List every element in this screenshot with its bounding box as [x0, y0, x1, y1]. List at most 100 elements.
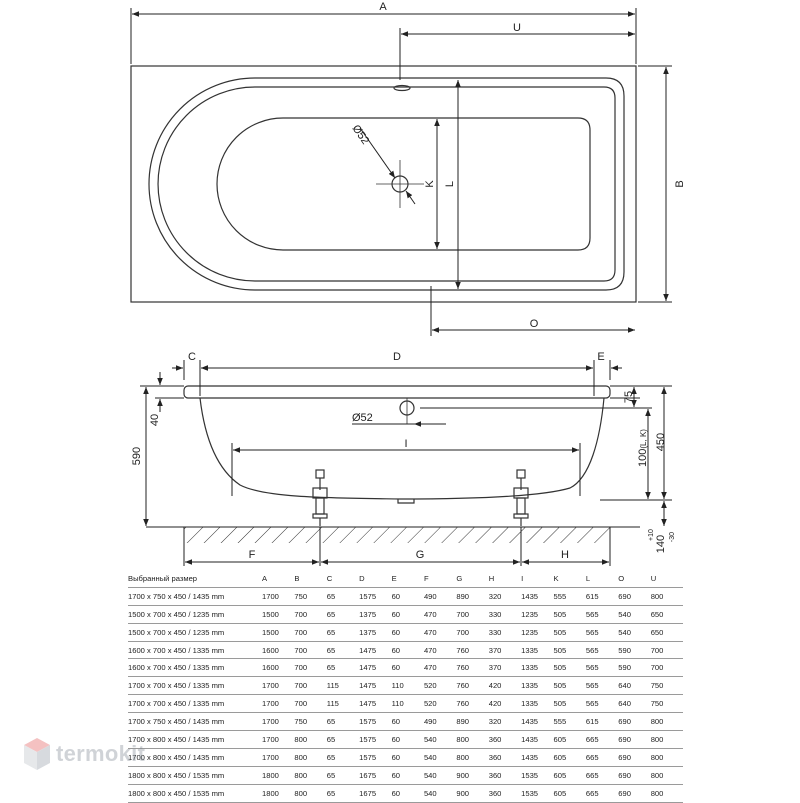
watermark-logo: termokit [22, 736, 145, 772]
cell-value: 650 [650, 622, 684, 642]
cell-value: 330 [488, 604, 522, 624]
foot-left [312, 469, 328, 526]
cell-size: 1500 x 700 x 450 / 1235 mm [128, 622, 262, 642]
cell-value: 1375 [359, 622, 392, 642]
cell-value: 700 [650, 640, 684, 659]
cell-value: 800 [650, 747, 684, 767]
cell-value: 800 [456, 747, 489, 767]
cell-value: 110 [391, 676, 424, 695]
cell-value: 1535 [521, 783, 554, 803]
cell-value: 800 [650, 783, 684, 803]
cell-value: 540 [423, 747, 457, 767]
label-K: K [424, 180, 436, 188]
cell-value: 505 [553, 640, 586, 659]
cell-value: 700 [456, 622, 489, 642]
cell-value: 760 [456, 694, 489, 713]
label-B: B [674, 180, 686, 187]
cell-value: 505 [553, 658, 586, 677]
cell-value: 900 [456, 783, 489, 803]
cell-value: 700 [456, 604, 489, 624]
cell-value: 750 [294, 712, 327, 731]
cell-value: 1235 [521, 622, 554, 642]
cell-value: 750 [650, 676, 684, 695]
label-O: O [530, 318, 539, 330]
side-dimensions [140, 360, 672, 566]
cell-value: 590 [618, 658, 651, 677]
label-100-value: 100 [637, 449, 649, 467]
cell-value: 1475 [359, 676, 392, 695]
label-I: I [404, 438, 407, 450]
cell-value: 700 [294, 640, 327, 659]
cell-value: 360 [488, 765, 522, 785]
cell-value: 1235 [521, 604, 554, 624]
top-dimensions [130, 8, 672, 336]
cell-size: 1800 x 800 x 450 / 1535 mm [128, 765, 262, 785]
tub-inner-rim [157, 86, 616, 282]
cell-value: 665 [585, 747, 619, 767]
cell-size: 1700 x 750 x 450 / 1435 mm [128, 586, 262, 606]
cell-value: 115 [326, 694, 360, 713]
cell-value: 1800 [262, 783, 295, 803]
cell-value: 540 [618, 622, 651, 642]
foot-right [513, 469, 529, 526]
header-a: A [262, 573, 268, 583]
cell-value: 690 [618, 783, 651, 803]
cell-value: 1600 [262, 658, 295, 677]
drain-leader [359, 127, 396, 179]
label-140-plus: +10 [648, 529, 655, 541]
cell-value: 665 [585, 765, 619, 785]
cell-value: 60 [391, 765, 424, 785]
header-h: H [488, 573, 495, 583]
cell-value: 890 [456, 586, 489, 606]
cell-value: 1475 [359, 694, 392, 713]
cell-value: 800 [650, 730, 684, 749]
cell-size: 1700 x 800 x 450 / 1435 mm [128, 730, 262, 749]
cell-value: 800 [294, 730, 327, 749]
cell-value: 565 [585, 622, 619, 642]
cell-value: 800 [456, 730, 489, 749]
header-o: O [618, 573, 625, 583]
label-E: E [597, 351, 604, 363]
cell-value: 760 [456, 658, 489, 677]
cell-value: 800 [294, 783, 327, 803]
cell-value: 1375 [359, 604, 392, 624]
cell-size: 1700 x 700 x 450 / 1335 mm [128, 676, 262, 695]
cell-value: 1335 [521, 694, 554, 713]
cell-value: 65 [326, 622, 360, 642]
cell-value: 60 [391, 658, 424, 677]
label-A: A [379, 1, 387, 13]
label-450: 450 [655, 433, 667, 451]
label-U: U [513, 22, 521, 34]
cell-value: 540 [423, 783, 457, 803]
cell-value: 1335 [521, 658, 554, 677]
label-drain-top: Ø52 [350, 123, 372, 147]
tub-rim-side [183, 385, 611, 399]
cell-value: 115 [326, 676, 360, 695]
cell-value: 505 [553, 676, 586, 695]
cell-value: 65 [326, 747, 360, 767]
cell-value: 540 [618, 604, 651, 624]
cell-value: 420 [488, 676, 522, 695]
cell-value: 1435 [521, 712, 554, 731]
cell-value: 1475 [359, 640, 392, 659]
cell-value: 650 [650, 604, 684, 624]
cell-value: 540 [423, 730, 457, 749]
cell-value: 565 [585, 640, 619, 659]
cell-value: 700 [650, 658, 684, 677]
header-f: F [423, 573, 429, 583]
cell-value: 690 [618, 712, 651, 731]
cell-value: 370 [488, 658, 522, 677]
cell-value: 65 [326, 712, 360, 731]
cell-value: 65 [326, 730, 360, 749]
cell-value: 470 [423, 640, 457, 659]
cell-size: 1700 x 800 x 450 / 1435 mm [128, 747, 262, 767]
cell-value: 520 [423, 694, 457, 713]
label-H: H [561, 549, 569, 561]
cell-value: 60 [391, 747, 424, 767]
cell-value: 420 [488, 694, 522, 713]
label-140-minus: -30 [669, 532, 676, 542]
